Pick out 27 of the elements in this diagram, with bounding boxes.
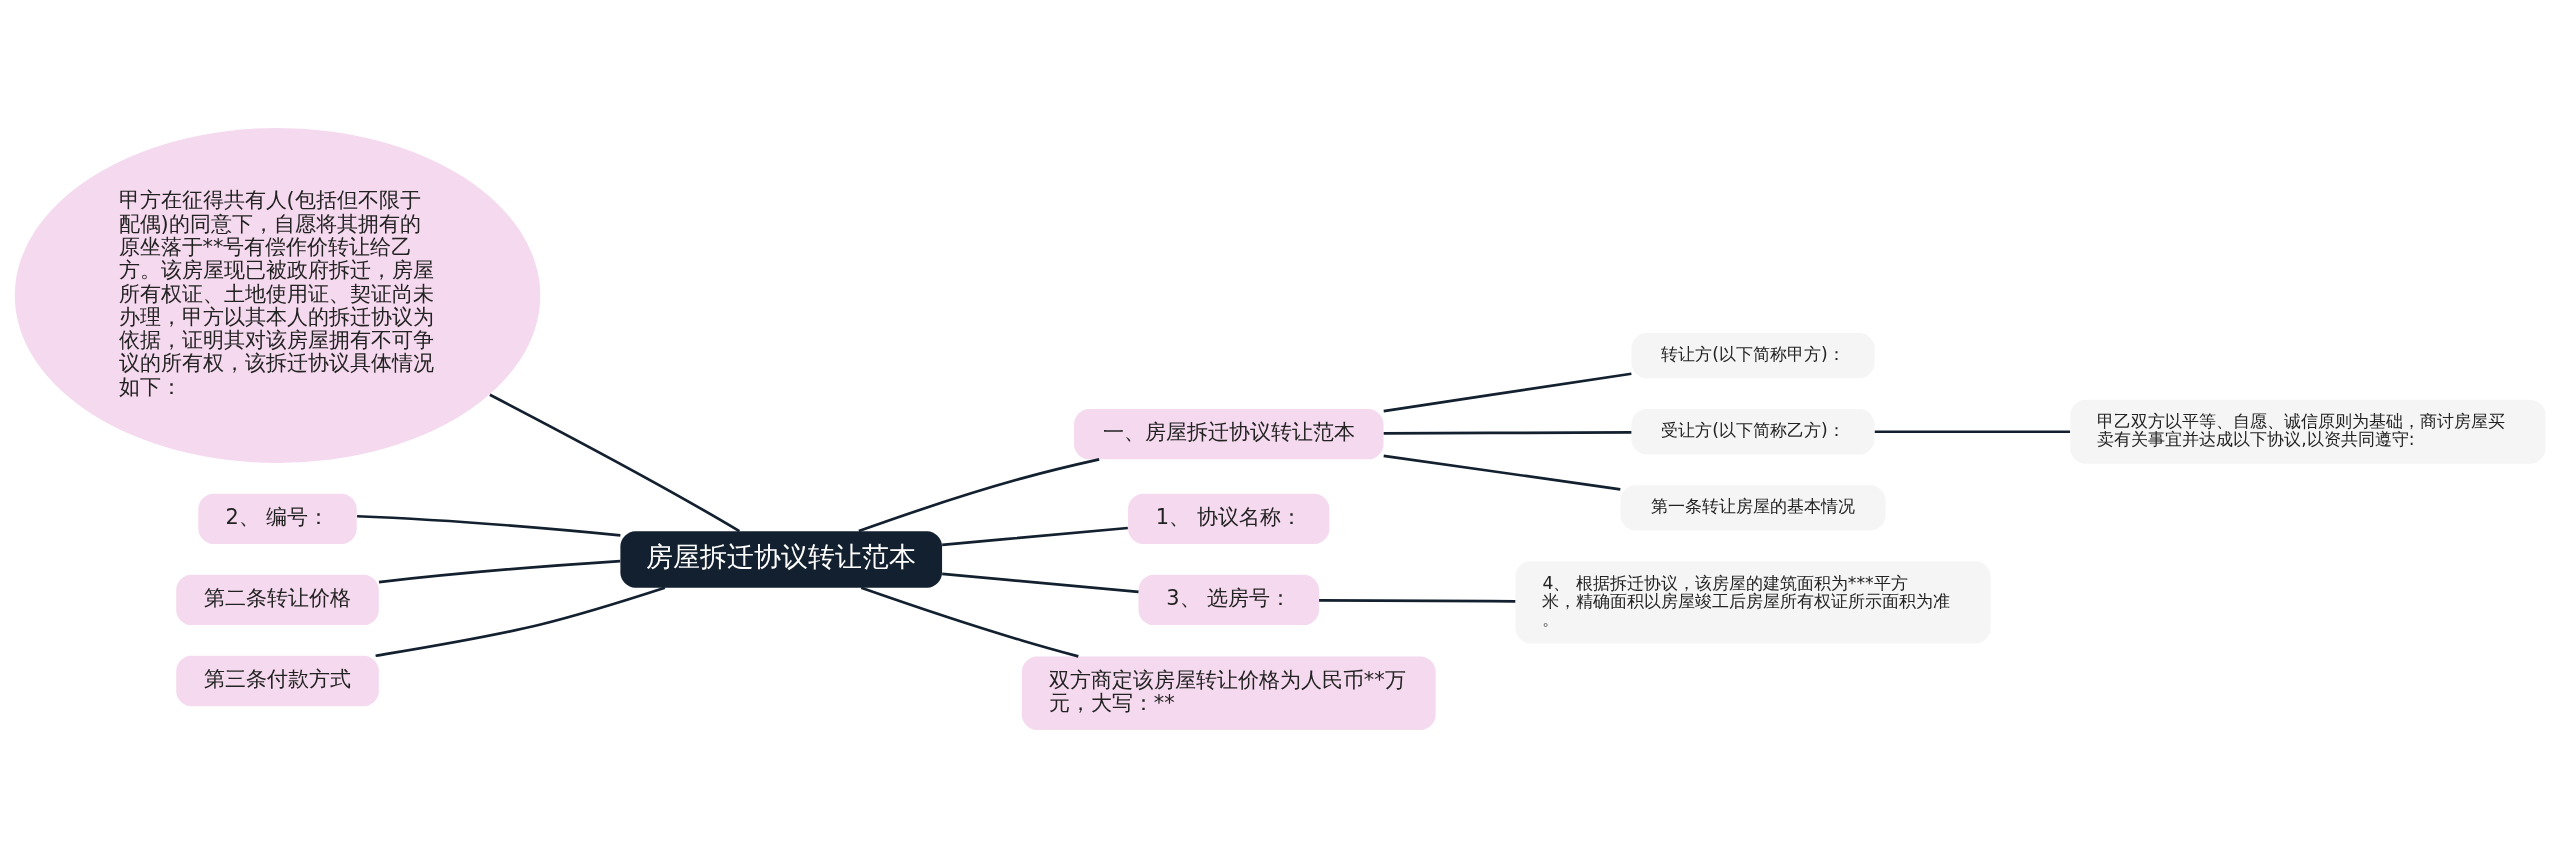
node-box: 3、 选房号： [1138,574,1319,625]
node-box: 转让方(以下简称甲方)： [1631,332,1875,378]
connector [1383,454,1621,491]
connector [860,586,1079,658]
node-box: 第一条转让房屋的基本情况 [1620,484,1886,531]
connector [375,586,666,657]
connector [357,514,621,537]
connector [1874,429,2071,433]
connector [489,393,741,532]
connector [1383,430,1632,435]
node-box: 双方商定该房屋转让价格为人民币**万元，大写：** [1021,655,1436,730]
node-box: 甲乙双方以平等、自愿、诚信原则为基础，商讨房屋买卖有关事宜并达成以下协议,以资共同遵守: [2070,399,2546,464]
node-box: 第二条转让价格 [176,574,379,625]
node-ellipse: 甲方在征得共有人(包括但不限于配偶)的同意下，自愿将其拥有的原坐落于**号有偿作价转让给乙方。该房屋现已被政府拆迁，房屋所有权证、土地使用证、契证尚未办理，甲方以其本人的拆迁协议为依据，证明其对该房屋拥有不可争议的所有权，该拆迁协议具体情况如下： [14,127,541,463]
connector [1319,598,1516,603]
connector [942,526,1128,546]
connector [378,559,621,583]
node-box: 一、房屋拆迁协议转让范本 [1074,408,1384,459]
node-box: 房屋拆迁协议转让范本 [620,530,943,588]
node-box: 1、 协议名称： [1128,493,1330,544]
node-box: 第三条付款方式 [176,655,379,706]
connector [942,572,1139,593]
node-box: 4、 根据拆迁协议，该房屋的建筑面积为***平方米，精确面积以房屋竣工后房屋所有权证所示面积为准。 [1515,560,1991,644]
connector [1383,371,1632,412]
connector [858,457,1100,532]
node-box: 受让方(以下简称乙方)： [1631,408,1875,454]
node-box: 2、 编号： [198,493,357,544]
